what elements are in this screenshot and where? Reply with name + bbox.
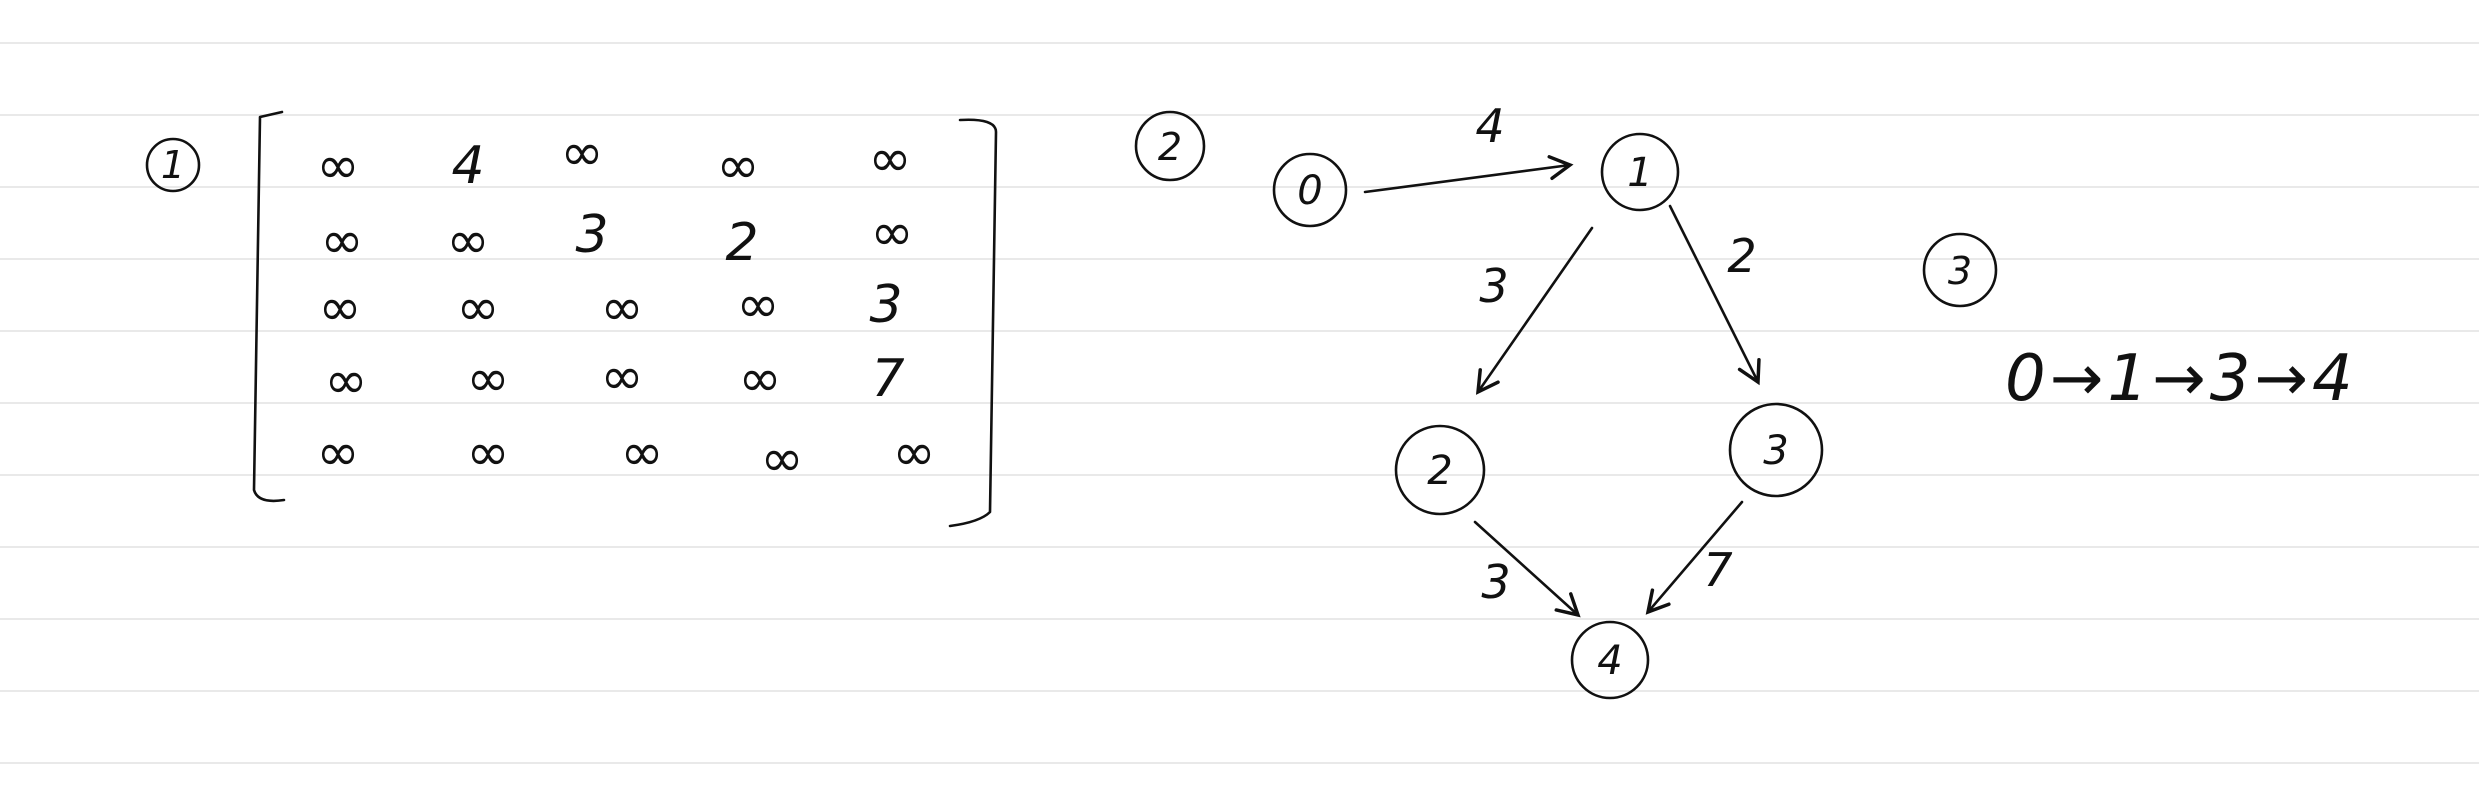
matrix-cell: ∞: [466, 349, 509, 409]
graph-edges: [1363, 155, 1761, 618]
graph-node-3: 3: [1728, 402, 1824, 498]
matrix-cell: ∞: [600, 347, 643, 407]
matrix-cell: 4: [451, 136, 484, 196]
graph-nodes: 0 1 2 3 4: [1272, 132, 1824, 700]
graph-node-4: 4: [1570, 620, 1650, 700]
matrix-cell: ∞: [560, 123, 603, 183]
matrix-cell: ∞: [456, 278, 499, 338]
matrix-cell: ∞: [446, 211, 489, 271]
section-marker-3: 3: [1922, 232, 1998, 308]
node-label: 0: [1297, 168, 1322, 214]
node-label: 1: [1627, 150, 1652, 196]
adjacency-matrix: ∞ 4 ∞ ∞ ∞ ∞ ∞ 3 2 ∞ ∞ ∞ ∞ ∞ 3 ∞ ∞ ∞ ∞ 7 …: [316, 123, 935, 489]
matrix-cell: 3: [869, 275, 902, 335]
section-number-3: 3: [1948, 249, 1972, 293]
matrix-cell: ∞: [320, 211, 363, 271]
graph-edge-3-4: [1645, 500, 1744, 615]
matrix-cell: 3: [575, 205, 608, 265]
shortest-path-text: 0→1→3→4: [2005, 342, 2357, 416]
graph-node-0: 0: [1272, 152, 1348, 228]
edge-weight: 2: [1727, 229, 1756, 283]
matrix-cell: ∞: [620, 423, 663, 483]
section-marker-2: 2: [1134, 110, 1206, 182]
matrix-cell: ∞: [760, 429, 803, 489]
matrix-cell: 7: [871, 349, 904, 409]
graph-edge-1-2: [1475, 226, 1594, 395]
node-label: 2: [1427, 448, 1452, 494]
section-number-1: 1: [161, 143, 185, 187]
graph-edge-2-4: [1473, 520, 1581, 618]
matrix-cell: ∞: [892, 423, 935, 483]
edge-weights: 4 3 2 3 7: [1475, 99, 1756, 609]
edge-weight: 3: [1479, 259, 1508, 313]
edge-weight: 4: [1475, 99, 1504, 153]
matrix-cell: ∞: [736, 275, 779, 335]
graph-node-1: 1: [1600, 132, 1680, 212]
matrix-cell: ∞: [316, 423, 359, 483]
matrix-cell: ∞: [318, 278, 361, 338]
node-label: 3: [1763, 428, 1788, 474]
graph-edge-1-3: [1668, 204, 1761, 386]
matrix-cell: ∞: [716, 136, 759, 196]
matrix-cell: ∞: [738, 349, 781, 409]
graph-edge-0-1: [1363, 155, 1574, 194]
node-label: 4: [1597, 638, 1622, 684]
matrix-cell: ∞: [868, 129, 911, 189]
edge-weight: 3: [1481, 555, 1510, 609]
matrix-cell: ∞: [870, 203, 913, 263]
matrix-brackets: [252, 110, 998, 528]
graph-node-2: 2: [1394, 424, 1486, 516]
edge-weight: 7: [1703, 543, 1732, 597]
matrix-cell: ∞: [466, 423, 509, 483]
matrix-cell: ∞: [324, 351, 367, 411]
ruled-lines: [0, 42, 2479, 764]
section-number-2: 2: [1158, 125, 1182, 169]
matrix-cell: ∞: [600, 278, 643, 338]
matrix-cell: 2: [725, 213, 758, 273]
section-marker-1: 1: [145, 137, 201, 193]
matrix-cell: ∞: [316, 136, 359, 196]
